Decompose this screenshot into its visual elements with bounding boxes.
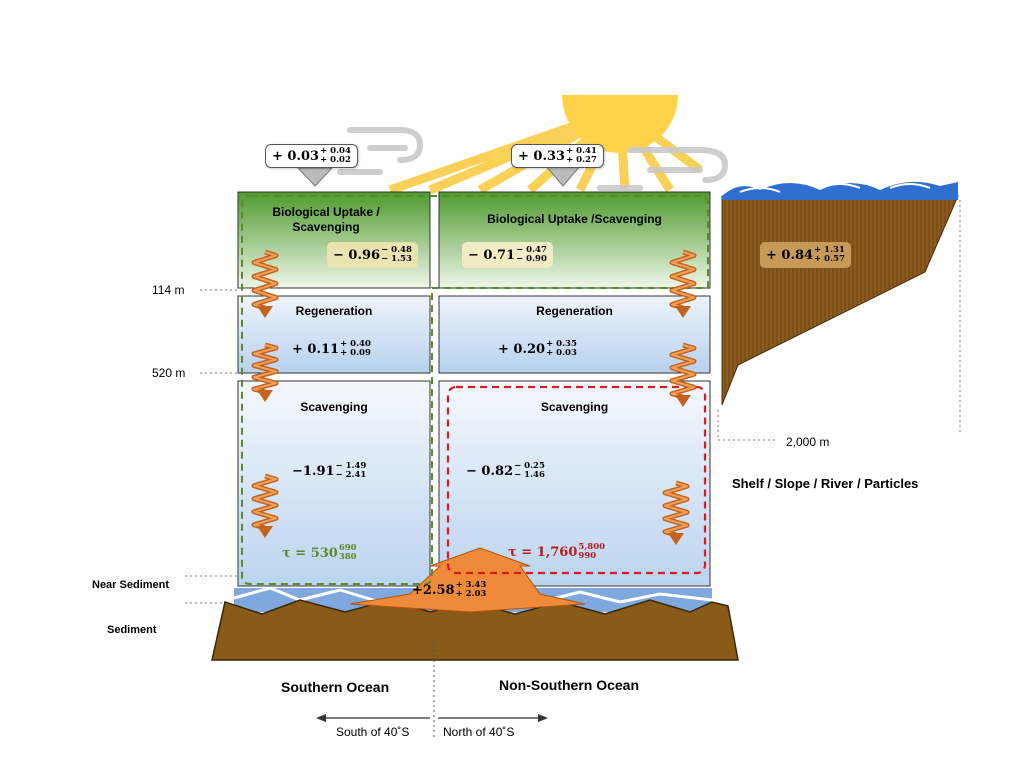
south-atm-upper: + 0.04 [320,146,351,156]
north-bio-flux-tag: − 0.71 − 0.47− 0.90 [462,242,553,268]
shelf-flux: + 0.84 + 1.31+ 0.57 [766,246,845,264]
north-tau-lower: 990 [578,551,597,561]
north-bio-particle-arrow-head [675,306,691,318]
south-bio-flux-upper: − 0.48 [381,245,412,255]
south-regen-particle-arrow-highlight [253,344,277,393]
north-regen-flux-lower: + 0.03 [546,348,577,358]
sediment-flux-arrow [349,547,586,613]
north-regen-flux-upper: + 0.35 [546,339,577,349]
north-arrowhead-icon [538,714,548,722]
south-regen-particle-arrow-head [257,390,273,402]
south-scav-flux-upper: − 1.49 [335,461,367,471]
north-regen-flux-value: + 0.20 [498,341,546,357]
south-scav-flux-lower: − 2.41 [335,470,367,480]
depth-label-2000: 2,000 m [786,435,830,449]
south-tau-value: τ = 530 [282,545,338,561]
south-atm-lower: + 0.02 [320,155,351,165]
north-scav-flux-upper: − 0.25 [514,461,545,471]
south-tau-lower: 380 [338,552,357,562]
particle-arrows [251,249,697,545]
north-atm-upper: + 0.41 [566,146,597,156]
shelf-flux-tag: + 0.84 + 1.31+ 0.57 [760,242,851,268]
south-bio-title-line1: Biological Uptake / [272,205,380,219]
north-tau-value: τ = 1,760 [508,544,578,560]
south-scav-flux: −1.91 − 1.49− 2.41 [292,462,366,480]
sediment-flux-upper: + 3.43 [455,580,487,590]
south-atm-flux: + 0.03 + 0.04+ 0.02 [272,147,351,165]
north-direction-label: North of 40˚S [443,725,515,739]
north-atm-value: + 0.33 [518,148,566,164]
north-scav-flux: − 0.82 − 0.25− 1.46 [466,462,545,480]
north-bio-box [438,191,711,289]
south-regen-title: Regeneration [295,304,373,318]
shelf-wedge [721,181,959,406]
south-scav-particle-arrow-highlight [253,475,277,529]
north-regen-particle-arrow-head [675,395,691,407]
north-atm-flux: + 0.33 + 0.41+ 0.27 [518,147,597,165]
near-sediment-label: Near Sediment [92,579,170,591]
south-bio-particle-arrow-highlight [253,251,277,309]
north-scav-flux-value: − 0.82 [466,463,514,479]
south-arrowhead-icon [316,714,326,722]
south-regen-flux: + 0.11 + 0.40+ 0.09 [292,340,371,358]
north-tau-upper: 5,800 [578,542,606,552]
shelf-flux-value: + 0.84 [766,247,814,263]
sun-icon [388,95,703,195]
north-integration-region [446,385,707,575]
north-region-label: Non-Southern Ocean [499,677,640,693]
north-bio-flux-upper: − 0.47 [516,245,547,255]
north-bio-title: Biological Uptake /Scavenging [487,212,662,226]
north-scav-particle-arrow-head [668,533,684,545]
north-scav-title: Scavenging [540,400,609,414]
south-atm-bubble: + 0.03 + 0.04+ 0.02 [265,144,358,168]
north-scav-particle-arrow-highlight [664,482,688,536]
north-regen-flux: + 0.20 + 0.35+ 0.03 [498,340,577,358]
depth-label-114: 114 m [152,283,185,297]
south-regen-flux-lower: + 0.09 [340,348,371,358]
north-bio-flux: − 0.71 − 0.47− 0.90 [468,246,547,264]
south-atm-pointer [296,167,334,187]
south-integration-region [241,195,709,585]
south-region-label: Southern Ocean [281,679,390,695]
south-bio-title: Biological Uptake / Scavenging [262,205,390,235]
depth-label-520: 520 m [152,366,186,380]
sediment-flux-lower: + 2.03 [455,589,487,599]
south-bio-flux: − 0.96 − 0.48− 1.53 [333,246,412,264]
north-atm-bubble: + 0.33 + 0.41+ 0.27 [511,144,604,168]
north-atm-lower: + 0.27 [566,155,597,165]
south-bio-title-line2: Scavenging [292,220,360,234]
south-regen-flux-value: + 0.11 [292,341,340,357]
north-regen-particle-arrow-highlight [671,344,695,398]
south-direction-label: South of 40˚S [336,725,410,739]
north-scav-flux-lower: − 1.46 [514,470,545,480]
south-tau-upper: 690 [338,543,357,553]
north-regen-box [438,295,711,374]
south-bio-particle-arrow-head [257,306,273,318]
sediment-flux-value: +2.58 [412,582,455,598]
south-bio-flux-tag: − 0.96 − 0.48− 1.53 [327,242,418,268]
south-scav-flux-value: −1.91 [292,463,335,479]
shelf-flux-upper: + 1.31 [814,245,845,255]
sediment-label: Sediment [107,624,157,636]
sediment-flux: +2.58 + 3.43+ 2.03 [412,581,486,599]
north-regen-title: Regeneration [536,304,613,318]
north-bio-flux-lower: − 0.90 [516,254,547,264]
shelf-label: Shelf / Slope / River / Particles [732,476,919,491]
south-atm-value: + 0.03 [272,148,320,164]
south-bio-flux-lower: − 1.53 [381,254,412,264]
south-scav-particle-arrow-head [257,526,273,538]
wind-icon [337,127,729,191]
north-bio-flux-value: − 0.71 [468,247,516,263]
south-bio-flux-value: − 0.96 [333,247,381,263]
shelf-flux-lower: + 0.57 [814,254,845,264]
north-bio-particle-arrow-highlight [671,251,695,309]
south-scav-title: Scavenging [300,400,368,414]
south-regen-flux-upper: + 0.40 [340,339,371,349]
